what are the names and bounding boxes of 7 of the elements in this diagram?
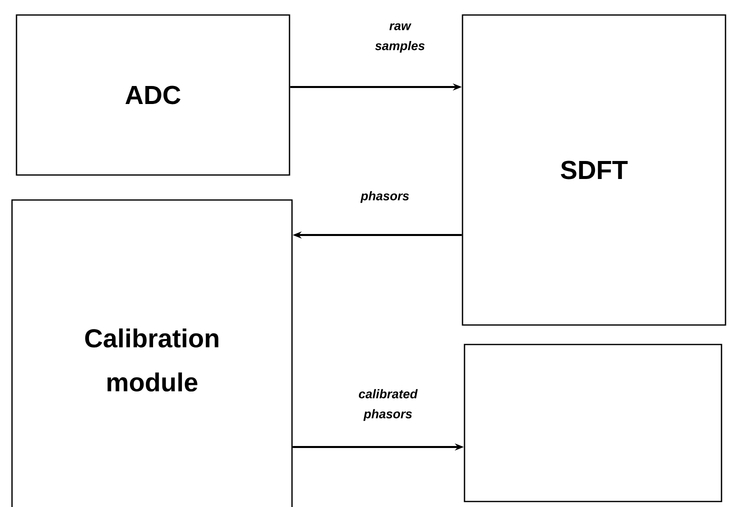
edge-label: phasors [360, 191, 409, 203]
process-box: Calibration module [11, 199, 293, 507]
process-box: SDFT [462, 14, 726, 326]
edge-label: calibrated phasors [358, 389, 418, 421]
edge-label: raw samples [375, 23, 425, 53]
process-box: ADC [16, 14, 290, 176]
process-box [464, 344, 722, 502]
